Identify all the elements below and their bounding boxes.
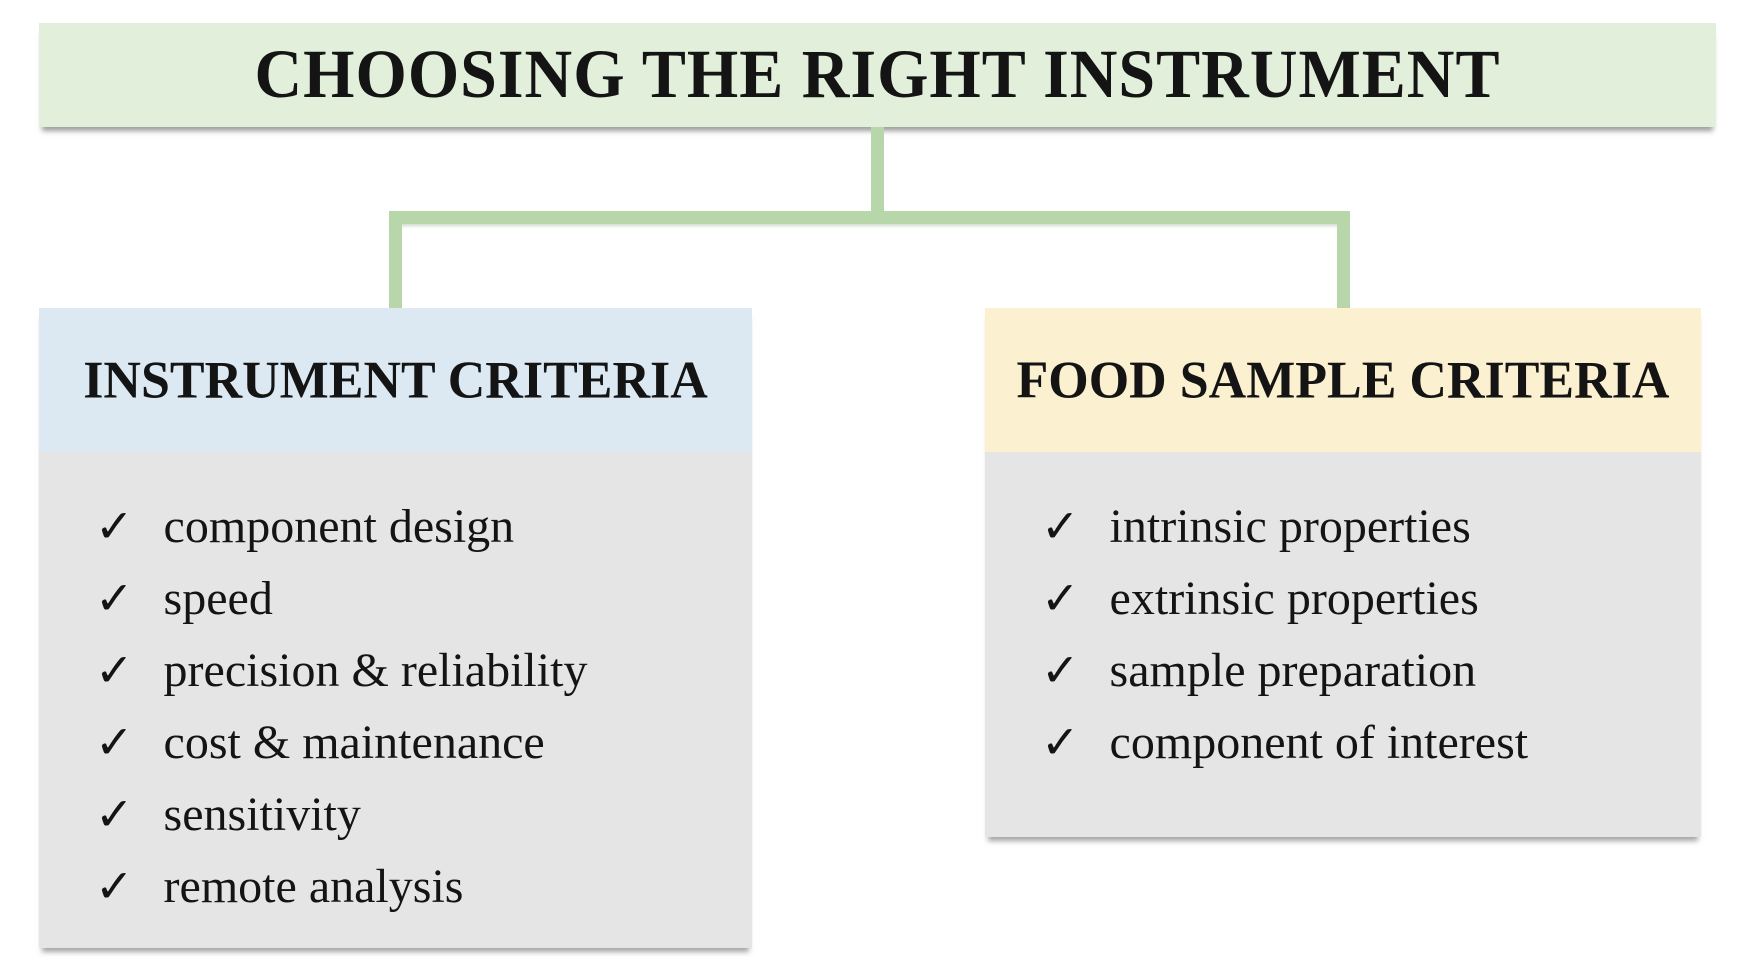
food-sample-criteria-body: ✓ intrinsic properties ✓ extrinsic prope… (985, 452, 1701, 837)
list-item: ✓ sample preparation (1041, 634, 1681, 706)
check-icon: ✓ (95, 859, 134, 913)
instrument-criteria-card: INSTRUMENT CRITERIA ✓ component design ✓… (39, 308, 752, 948)
title-banner: CHOOSING THE RIGHT INSTRUMENT (39, 23, 1716, 127)
connector-stem (871, 127, 884, 224)
food-sample-criteria-card: FOOD SAMPLE CRITERIA ✓ intrinsic propert… (985, 308, 1701, 837)
check-icon: ✓ (95, 571, 134, 625)
list-item: ✓ sensitivity (95, 778, 732, 850)
list-item-label: speed (163, 572, 273, 625)
list-item: ✓ intrinsic properties (1041, 490, 1681, 562)
connector-left-drop (389, 211, 402, 308)
connector-horizontal (389, 211, 1350, 224)
list-item-label: extrinsic properties (1109, 572, 1479, 625)
check-icon: ✓ (95, 787, 134, 841)
list-item-label: cost & maintenance (163, 716, 545, 769)
food-sample-criteria-header: FOOD SAMPLE CRITERIA (985, 308, 1701, 452)
instrument-criteria-title: INSTRUMENT CRITERIA (83, 350, 708, 410)
list-item-label: intrinsic properties (1109, 500, 1471, 553)
diagram-title: CHOOSING THE RIGHT INSTRUMENT (254, 36, 1501, 113)
check-icon: ✓ (1041, 715, 1080, 769)
instrument-criteria-list: ✓ component design ✓ speed ✓ precision &… (95, 490, 732, 922)
connector-right-drop (1337, 211, 1350, 308)
check-icon: ✓ (95, 715, 134, 769)
food-sample-criteria-list: ✓ intrinsic properties ✓ extrinsic prope… (1041, 490, 1681, 778)
list-item: ✓ remote analysis (95, 850, 732, 922)
check-icon: ✓ (95, 643, 134, 697)
list-item-label: sample preparation (1109, 644, 1477, 697)
check-icon: ✓ (95, 499, 134, 553)
list-item: ✓ component design (95, 490, 732, 562)
check-icon: ✓ (1041, 499, 1080, 553)
check-icon: ✓ (1041, 571, 1080, 625)
list-item: ✓ extrinsic properties (1041, 562, 1681, 634)
list-item: ✓ precision & reliability (95, 634, 732, 706)
instrument-criteria-body: ✓ component design ✓ speed ✓ precision &… (39, 452, 752, 948)
list-item-label: remote analysis (163, 860, 464, 913)
food-sample-criteria-title: FOOD SAMPLE CRITERIA (1016, 350, 1670, 410)
list-item: ✓ component of interest (1041, 706, 1681, 778)
list-item-label: component of interest (1109, 716, 1529, 769)
instrument-criteria-header: INSTRUMENT CRITERIA (39, 308, 752, 452)
list-item-label: sensitivity (163, 788, 361, 841)
list-item-label: component design (163, 500, 515, 553)
check-icon: ✓ (1041, 643, 1080, 697)
list-item: ✓ speed (95, 562, 732, 634)
list-item: ✓ cost & maintenance (95, 706, 732, 778)
list-item-label: precision & reliability (163, 644, 588, 697)
